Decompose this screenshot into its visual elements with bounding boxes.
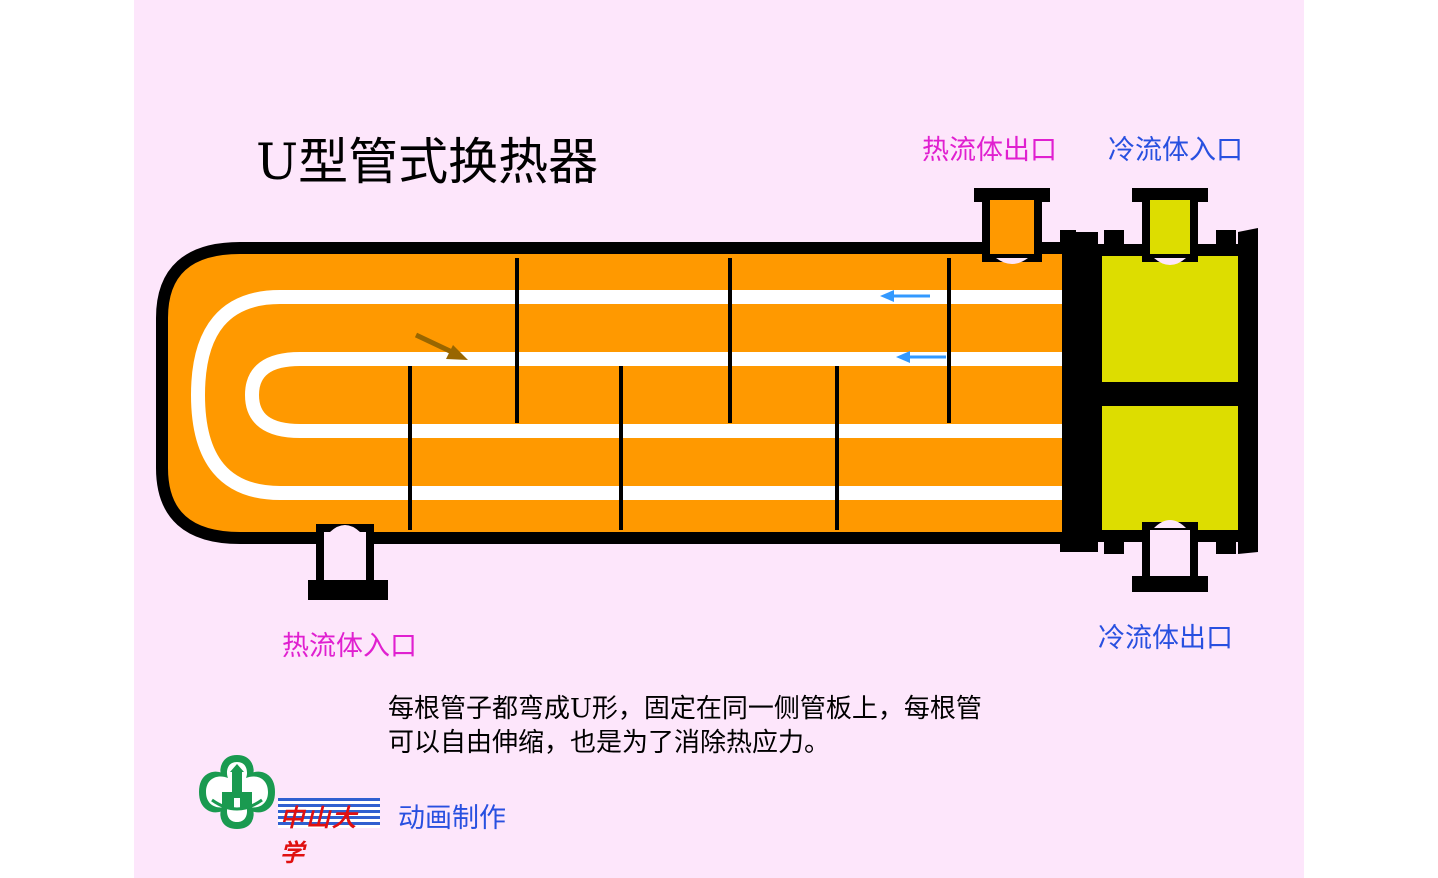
hot-outlet-nozzle	[974, 188, 1050, 264]
cold-inlet-label: 冷流体入口	[1108, 135, 1243, 166]
shell-body	[156, 242, 1080, 544]
page-title: U型管式换热器	[256, 133, 599, 191]
hot-inlet-label: 热流体入口	[282, 631, 417, 662]
u-tube-outer	[190, 290, 1074, 500]
u-tube-inner	[244, 352, 1074, 438]
hot-inlet-nozzle	[308, 524, 388, 600]
credit-text: 动画制作	[398, 803, 506, 834]
university-logo-icon	[198, 754, 276, 830]
cold-outlet-label: 冷流体出口	[1098, 623, 1233, 654]
flow-arrow-icon	[880, 290, 930, 302]
channel-head	[1090, 188, 1258, 592]
description-line: 可以自由伸缩，也是为了消除热应力。	[388, 728, 831, 758]
description: 每根管子都弯成U形，固定在同一侧管板上，每根管 可以自由伸缩，也是为了消除热应力…	[388, 692, 982, 760]
university-name: 中山大学	[280, 803, 358, 867]
description-line: 每根管子都弯成U形，固定在同一侧管板上，每根管	[388, 694, 982, 724]
baffles	[408, 258, 951, 530]
hot-outlet-label: 热流体出口	[922, 135, 1057, 166]
flow-arrow-icon	[896, 351, 946, 363]
flow-arrow-icon	[414, 332, 468, 360]
university-name-badge: 中山大学	[278, 798, 380, 867]
